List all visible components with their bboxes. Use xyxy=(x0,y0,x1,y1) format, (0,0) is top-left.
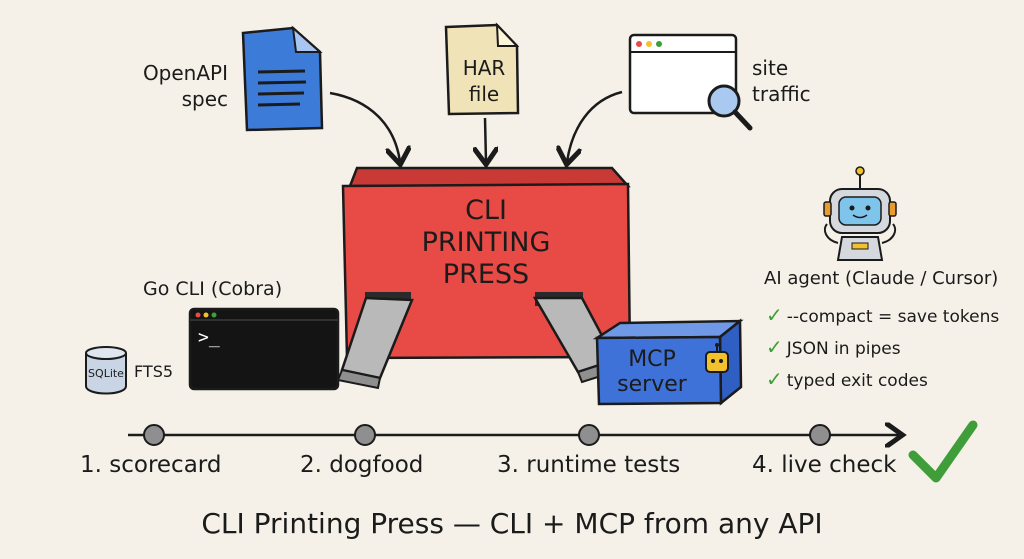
har-label-line-2: file xyxy=(468,82,500,106)
check-icon: ✓ xyxy=(766,367,783,391)
terminal-window xyxy=(188,307,340,391)
benefit-text-3: typed exit codes xyxy=(786,371,928,391)
pipeline-step-dot-4 xyxy=(809,424,831,446)
terminal-prompt: >_ xyxy=(198,327,220,348)
pipeline-step-3: 3. runtime tests xyxy=(497,452,681,478)
openapi-document-icon xyxy=(241,25,324,132)
openapi-label: OpenAPI spec xyxy=(138,60,228,112)
pipeline-step-dot-2 xyxy=(354,424,376,446)
site-traffic-label-line-2: traffic xyxy=(752,82,811,106)
mcp-server-cube xyxy=(592,318,744,406)
mcp-label-line-1: MCP xyxy=(628,347,676,372)
sqlite-label: SQLite xyxy=(88,367,124,380)
site-traffic-label-line-1: site xyxy=(752,56,789,80)
pipeline-step-4: 4. live check xyxy=(752,452,897,478)
site-traffic-label: site traffic xyxy=(752,55,811,107)
har-file-icon xyxy=(444,22,520,116)
pipeline-step-2: 2. dogfood xyxy=(300,452,424,478)
check-icon: ✓ xyxy=(766,303,783,327)
press-title-line-3: PRESS xyxy=(443,259,529,290)
har-label-line-1: HAR xyxy=(462,56,506,80)
press-title-line-1: CLI xyxy=(465,195,507,226)
left-output-chute xyxy=(336,296,414,390)
go-cli-label: Go CLI (Cobra) xyxy=(143,278,283,300)
arrow-openapi-to-press xyxy=(329,91,400,162)
benefit-item-2: ✓JSON in pipes xyxy=(766,335,901,359)
mcp-robot-icon xyxy=(705,343,729,373)
footer-title: CLI Printing Press — CLI + MCP from any … xyxy=(201,507,823,540)
openapi-label-line-1: OpenAPI xyxy=(142,61,228,85)
fts5-label: FTS5 xyxy=(134,362,174,381)
mcp-label-line-2: server xyxy=(617,372,688,397)
pipeline-step-dot-3 xyxy=(578,424,600,446)
check-icon: ✓ xyxy=(766,335,783,359)
arrow-har-to-press xyxy=(485,117,486,162)
success-check-icon xyxy=(908,420,978,483)
ai-agent-robot-icon xyxy=(823,166,897,261)
benefit-item-1: ✓--compact = save tokens xyxy=(766,303,999,327)
har-label: HAR file xyxy=(449,55,519,107)
press-title-line-2: PRINTING xyxy=(422,227,551,258)
benefit-text-1: --compact = save tokens xyxy=(786,307,1000,327)
ai-agent-title: AI agent (Claude / Cursor) xyxy=(764,268,999,289)
magnifier-icon xyxy=(707,84,753,131)
arrow-site-to-press xyxy=(567,90,623,162)
pipeline-step-dot-1 xyxy=(143,424,165,446)
benefit-text-2: JSON in pipes xyxy=(786,339,901,359)
benefit-item-3: ✓typed exit codes xyxy=(766,367,928,391)
sqlite-database-icon xyxy=(85,346,127,395)
openapi-label-line-2: spec xyxy=(181,87,228,111)
pipeline-step-1: 1. scorecard xyxy=(80,452,222,478)
